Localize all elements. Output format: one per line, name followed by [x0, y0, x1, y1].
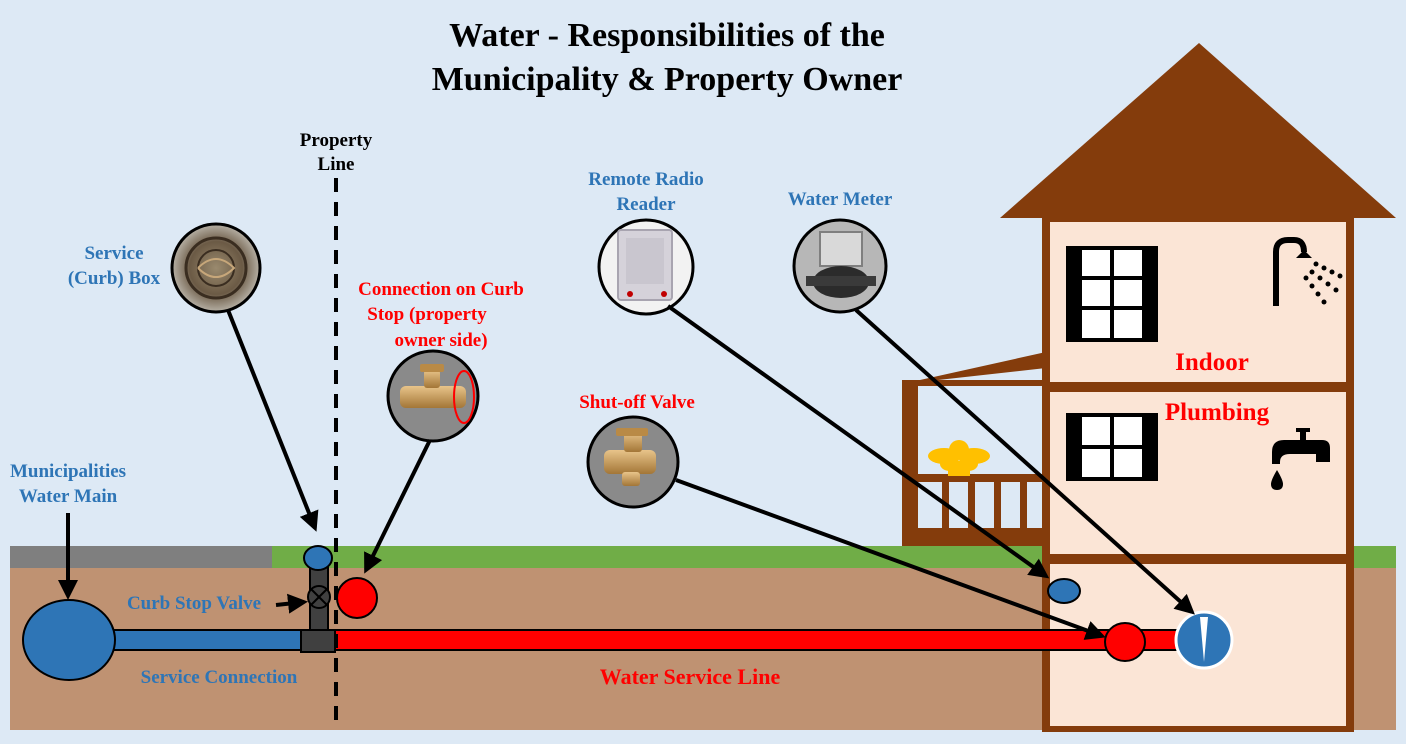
connection-label-1: Connection on Curb [358, 279, 524, 300]
water-main-label-1: Municipalities [10, 461, 126, 482]
curb-stop-assembly [300, 545, 336, 653]
arrow-shutoff-valve [675, 478, 1106, 640]
faucet-icon [1271, 428, 1330, 490]
curb-stop-connection [336, 577, 378, 619]
pointer-arrows [58, 304, 1195, 640]
shutoff-valve-symbol [1104, 622, 1146, 662]
connection-label-3: owner side) [394, 330, 487, 351]
arrow-service-box [226, 309, 319, 532]
grass-right [1352, 546, 1396, 568]
arrow-connection [364, 439, 432, 574]
window-lower [1066, 413, 1158, 481]
service-box-label-2: (Curb) Box [68, 268, 161, 289]
remote-reader-label-1: Remote Radio [588, 169, 704, 190]
brass-valve-photo [586, 415, 680, 509]
brass-curb-stop-photo [386, 349, 480, 443]
shutoff-valve-label: Shut-off Valve [579, 392, 695, 413]
porch [902, 352, 1046, 546]
flower-icon [928, 440, 990, 476]
grass-left [272, 546, 1052, 568]
water-meter-symbol [1174, 610, 1234, 670]
property-line-label-2: Line [318, 154, 355, 175]
indoor-label: Indoor [1175, 349, 1249, 376]
window-upper [1066, 246, 1158, 342]
service-connection-label: Service Connection [141, 667, 298, 688]
water-service-line-label: Water Service Line [600, 664, 781, 689]
service-box-cap [303, 545, 333, 571]
curb-stop-valve-label: Curb Stop Valve [127, 593, 261, 614]
water-main [22, 599, 116, 681]
water-meter-photo [792, 218, 888, 314]
arrow-remote-reader [666, 304, 1050, 579]
remote-reader-symbol [1047, 578, 1081, 604]
water-main-label-2: Water Main [19, 486, 118, 507]
plumbing-label: Plumbing [1165, 399, 1270, 426]
service-connection-pipe [99, 629, 311, 651]
remote-reader-label-2: Reader [616, 194, 676, 215]
property-line-label-1: Property [300, 130, 373, 151]
shower-icon [1273, 237, 1343, 306]
title-line-1: Water - Responsibilities of the [449, 17, 885, 54]
water-service-line-pipe [332, 629, 1184, 651]
arrow-water-meter [854, 308, 1195, 615]
title-line-2: Municipality & Property Owner [432, 61, 903, 98]
road [10, 546, 272, 568]
water-meter-label: Water Meter [788, 189, 893, 210]
connection-label-2: Stop (property [367, 304, 487, 325]
manhole-cover-photo [170, 222, 262, 314]
radio-reader-photo [597, 218, 695, 316]
arrow-curb-stop-valve [275, 593, 308, 614]
service-box-label-1: Service [84, 243, 143, 264]
